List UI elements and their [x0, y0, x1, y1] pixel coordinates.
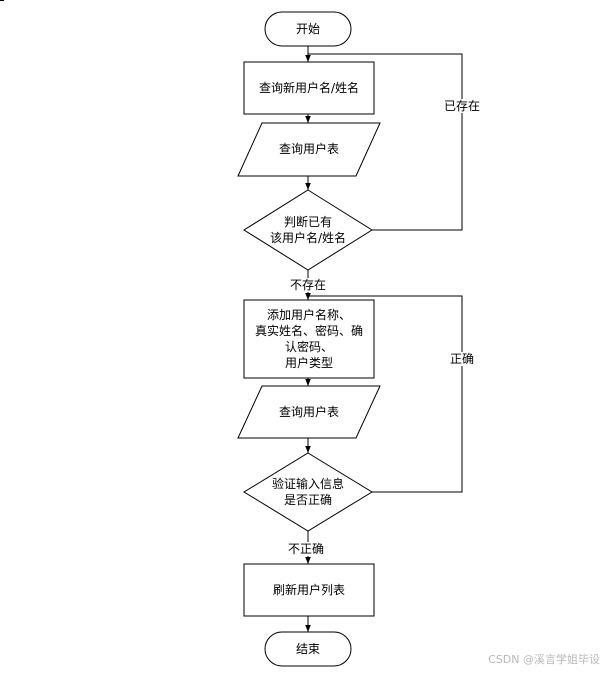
- corner-mark: [0, 0, 4, 1]
- query-table-2-label: 查询用户表: [278, 405, 339, 419]
- verify-label-line1: 验证输入信息: [271, 477, 344, 491]
- start-label: 开始: [295, 22, 320, 36]
- verify-label-line2: 是否正确: [283, 493, 332, 507]
- refresh-list-process: [243, 563, 375, 617]
- edge-exists-loop: [308, 53, 463, 231]
- add-user-label-line4: 用户类型: [284, 356, 333, 370]
- query-table-2-io: [237, 385, 381, 439]
- edge-label-not-exists: 不存在: [290, 278, 327, 292]
- query-table-1-label: 查询用户表: [278, 142, 339, 156]
- edge-correct-loop: [308, 295, 463, 493]
- add-user-label-line1: 添加用户名称、: [266, 308, 351, 322]
- query-name-process: [243, 61, 375, 115]
- add-user-label: 添加用户名称、 真实姓名、密码、确 认密码、 用户类型: [244, 307, 374, 371]
- edge-label-incorrect: 不正确: [288, 542, 325, 556]
- end-label: 结束: [295, 642, 320, 656]
- judge-exists-label: 判断已有 该用户名/姓名: [244, 214, 372, 246]
- add-user-label-line3: 认密码、: [284, 340, 333, 354]
- judge-exists-label-line1: 判断已有: [283, 215, 332, 229]
- refresh-list-label: 刷新用户列表: [272, 583, 345, 597]
- edge-label-correct: 正确: [450, 352, 475, 366]
- judge-exists-label-line2: 该用户名/姓名: [269, 231, 347, 245]
- query-name-label: 查询新用户名/姓名: [258, 81, 360, 95]
- query-table-1-io: [237, 122, 381, 177]
- verify-label: 验证输入信息 是否正确: [244, 476, 372, 508]
- watermark-text: CSDN @溪言学姐毕设: [488, 653, 600, 666]
- add-user-process: [243, 299, 375, 379]
- add-user-label-line2: 真实姓名、密码、确: [254, 324, 363, 338]
- edge-label-exists: 已存在: [444, 99, 481, 113]
